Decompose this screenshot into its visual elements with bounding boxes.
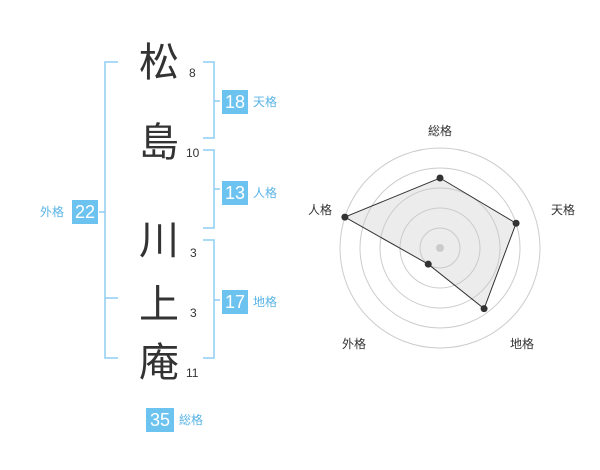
- name-char-1: 松: [139, 40, 179, 86]
- radar-label-tenkaku: 天格: [551, 203, 576, 217]
- radar-point-1: [436, 174, 444, 182]
- radar-ring: [339, 147, 541, 349]
- name-char-3: 川: [139, 218, 179, 264]
- tenkaku-bracket: [203, 61, 215, 139]
- radar-point-5: [341, 213, 349, 221]
- tenkaku-label: 天格: [253, 95, 278, 109]
- name-char-5: 庵: [139, 340, 179, 386]
- radar-label-chikaku: 地格: [510, 337, 535, 351]
- stroke-count-3: 3: [190, 246, 197, 260]
- radar-label-gaikaku: 外格: [342, 337, 367, 351]
- soukaku-label: 総格: [179, 413, 204, 427]
- radar-ring: [379, 187, 501, 309]
- chikaku-bracket: [203, 239, 215, 359]
- name-char-4: 上: [139, 282, 179, 328]
- stroke-count-4: 3: [190, 306, 197, 320]
- radar-label-jinkaku: 人格: [308, 203, 333, 217]
- radar-center-dot: [436, 244, 444, 252]
- radar-point-4: [424, 260, 432, 268]
- radar-ring: [359, 167, 521, 329]
- radar-point-2: [512, 219, 520, 227]
- chikaku-label: 地格: [253, 295, 278, 309]
- name-char-2: 島: [139, 120, 179, 166]
- radar-polygon: [343, 177, 517, 310]
- stroke-count-1: 8: [189, 66, 196, 80]
- radar-point-3: [480, 305, 488, 313]
- stroke-count-2: 10: [186, 146, 200, 160]
- gaikaku-bracket: [104, 61, 118, 359]
- chikaku-value: 17: [222, 290, 248, 314]
- soukaku-value: 35: [146, 408, 174, 432]
- jinkaku-value: 13: [222, 181, 248, 205]
- jinkaku-label: 人格: [253, 186, 278, 200]
- radar-label-soukaku: 総格: [428, 124, 453, 138]
- stroke-count-5: 11: [186, 366, 199, 380]
- tenkaku-value: 18: [222, 90, 248, 114]
- radar-ring: [419, 227, 461, 269]
- gaikaku-label: 外格: [40, 205, 65, 219]
- gaikaku-value: 22: [72, 200, 98, 224]
